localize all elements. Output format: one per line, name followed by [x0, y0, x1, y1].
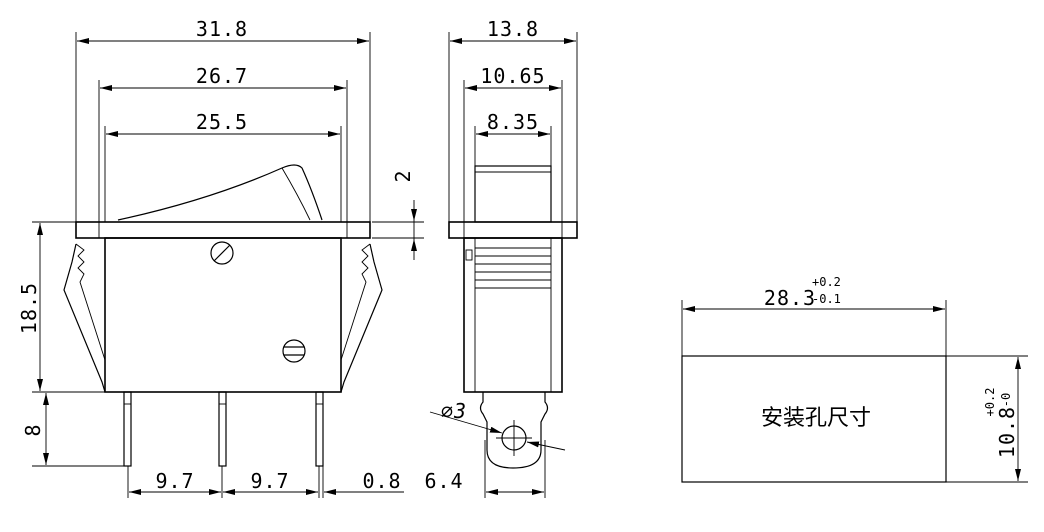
dim-terminal-thickness: 0.8: [322, 466, 404, 498]
dim-terminal-width: 6.4: [424, 440, 546, 498]
cutout-width-value: 28.3: [764, 286, 816, 310]
dim-body-height: 18.5: [17, 221, 105, 393]
dim-terminal-pitch: 9.7 9.7: [127, 466, 320, 498]
front-view: 31.8 26.7 25.5: [17, 17, 424, 498]
dim-text-10-65: 10.65: [480, 64, 545, 88]
cutout-height-tol-upper: +0.2: [983, 388, 997, 417]
dim-text-26-7: 26.7: [196, 64, 248, 88]
cutout-view: 安装孔尺寸 28.3 +0.2 -0.1 10.8 +0.2 -0: [681, 275, 1028, 483]
dim-text-31-8: 31.8: [196, 17, 248, 41]
dim-text-18-5: 18.5: [17, 282, 41, 334]
dim-text-9-7-a: 9.7: [155, 469, 194, 493]
body-side: [463, 237, 563, 393]
cutout-height-value: 10.8: [995, 406, 1019, 458]
snap-clip-left: [63, 243, 106, 393]
dim-flange-thickness: 2: [372, 169, 424, 260]
dim-text-phi3: ∅3: [441, 399, 467, 423]
cutout-label: 安装孔尺寸: [761, 406, 871, 431]
switch-body: [104, 237, 342, 393]
dim-text-6-4: 6.4: [424, 469, 463, 493]
snap-clip-right: [340, 243, 383, 393]
dim-text-25-5: 25.5: [196, 110, 248, 134]
dim-text-9-7-b: 9.7: [250, 469, 289, 493]
cutout-height-tol-lower: -0: [999, 393, 1013, 407]
dim-text-8-35: 8.35: [487, 110, 539, 134]
terminal-side: [479, 392, 549, 469]
rocker-actuator: [117, 164, 323, 221]
terminals-front: [123, 391, 324, 467]
front-extension-lines: [75, 32, 371, 222]
dim-terminal-length: 8: [21, 393, 124, 467]
dim-text-13-8: 13.8: [487, 17, 539, 41]
screw-top: [210, 241, 234, 265]
flange-side: [448, 221, 578, 239]
rocker-side: [474, 165, 552, 223]
cutout-rectangle: [681, 355, 947, 483]
switch-flange: [75, 221, 371, 239]
dim-text-8: 8: [21, 423, 45, 436]
side-view: 13.8 10.65 8.35 ∅3: [424, 17, 578, 498]
dim-text-0-8: 0.8: [362, 469, 401, 493]
dim-text-2: 2: [391, 169, 415, 182]
cutout-width-tol-upper: +0.2: [812, 275, 841, 289]
cutout-width-tol-lower: -0.1: [812, 292, 841, 306]
screw-bottom: [282, 339, 306, 363]
